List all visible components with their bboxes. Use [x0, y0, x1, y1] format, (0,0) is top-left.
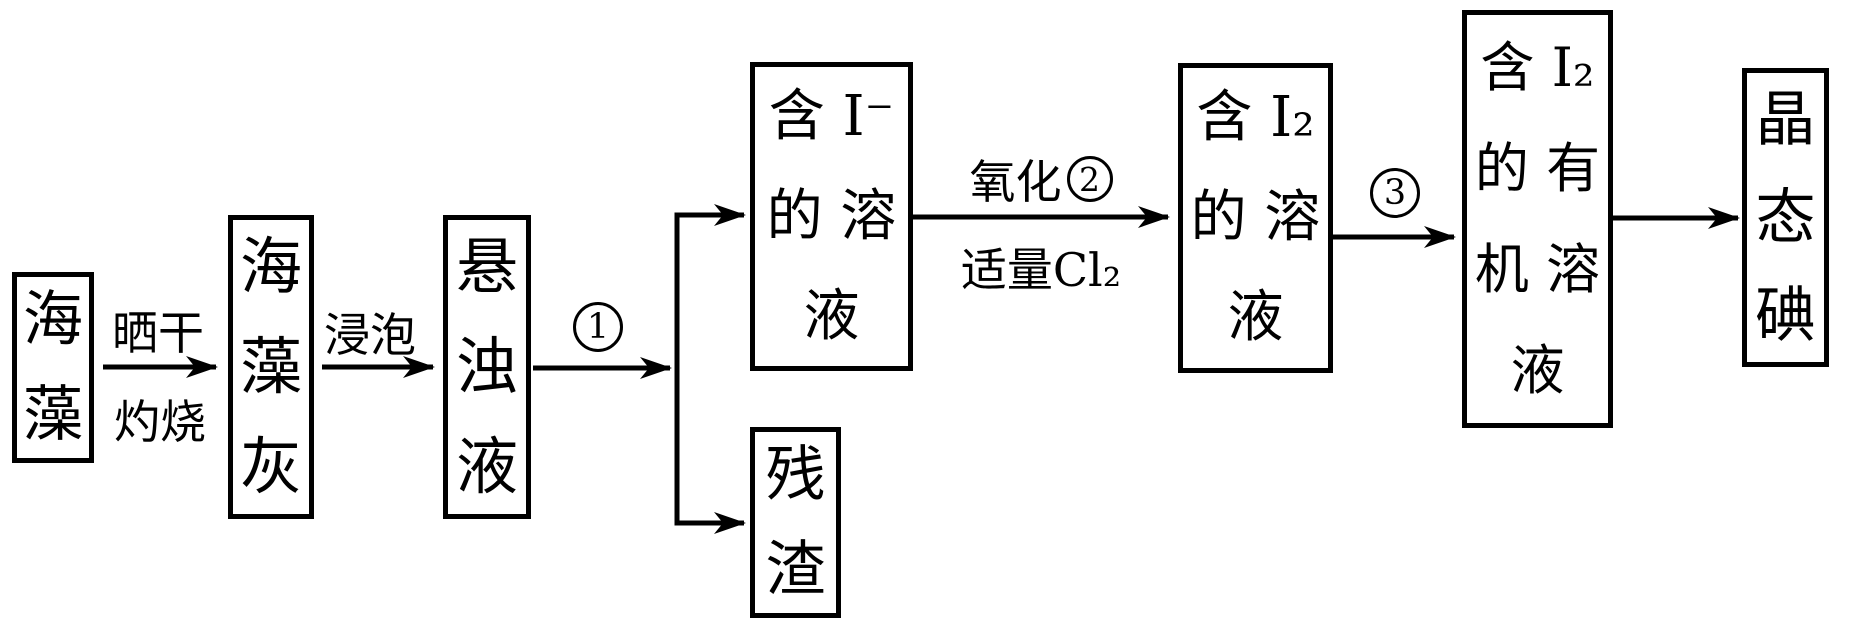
box-text-line: 的 溶: [766, 183, 897, 249]
step1-digit: 1: [586, 307, 610, 347]
step3-digit: 3: [1383, 173, 1407, 213]
step3-circled-number: 3: [1370, 168, 1420, 218]
step1-circled-number: 1: [573, 302, 623, 352]
box-text-line: 含 I⁻: [768, 83, 895, 149]
box-text-line: 海: [23, 284, 83, 355]
box-text-line: 悬: [455, 230, 518, 303]
oxidation-text: 氧化: [969, 155, 1062, 209]
box-text-line: 的 溶: [1190, 185, 1321, 250]
label-chlorine: 适量Cl₂: [960, 243, 1122, 297]
box-text-line: 液: [455, 430, 518, 503]
box-text-line: 机 溶: [1474, 238, 1601, 301]
box-iodide-solution: 含 I⁻ 的 溶液: [750, 62, 913, 371]
box-text-line: 浊: [455, 330, 518, 403]
box-text-line: 灰: [239, 430, 302, 503]
box-text-line: 碘: [1755, 280, 1816, 351]
box-text-line: 海: [239, 230, 302, 303]
box-text-line: 液: [803, 283, 860, 349]
box-suspension: 悬浊液: [443, 215, 531, 519]
box-text-line: 晶: [1755, 84, 1816, 155]
step2-circled-number: 2: [1066, 156, 1113, 202]
box-seaweed-ash: 海藻灰: [228, 215, 314, 519]
box-text-line: 残: [765, 439, 826, 510]
box-text-line: 的 有: [1474, 137, 1601, 200]
box-residue: 残渣: [750, 427, 841, 618]
label-oxidation: 氧化 2: [933, 146, 1149, 212]
box-iodine-organic-solution: 含 I₂ 的 有机 溶液: [1462, 10, 1613, 428]
box-text-line: 藻: [23, 379, 83, 450]
step2-digit: 2: [1079, 159, 1100, 199]
box-text-line: 态: [1755, 182, 1816, 253]
label-dry: 晒干: [112, 306, 204, 360]
box-text-line: 含 I₂: [1480, 36, 1595, 99]
label-soak: 浸泡: [324, 308, 416, 362]
box-iodine-solution: 含 I₂ 的 溶液: [1178, 63, 1333, 373]
label-burn: 灼烧: [114, 395, 206, 449]
box-text-line: 含 I₂: [1196, 85, 1315, 150]
box-seaweed: 海藻: [12, 272, 94, 463]
box-crystalline-iodine: 晶态碘: [1742, 68, 1829, 367]
box-text-line: 渣: [765, 534, 826, 605]
box-text-line: 藻: [239, 330, 302, 403]
box-text-line: 液: [1227, 285, 1284, 350]
box-text-line: 液: [1510, 339, 1565, 402]
